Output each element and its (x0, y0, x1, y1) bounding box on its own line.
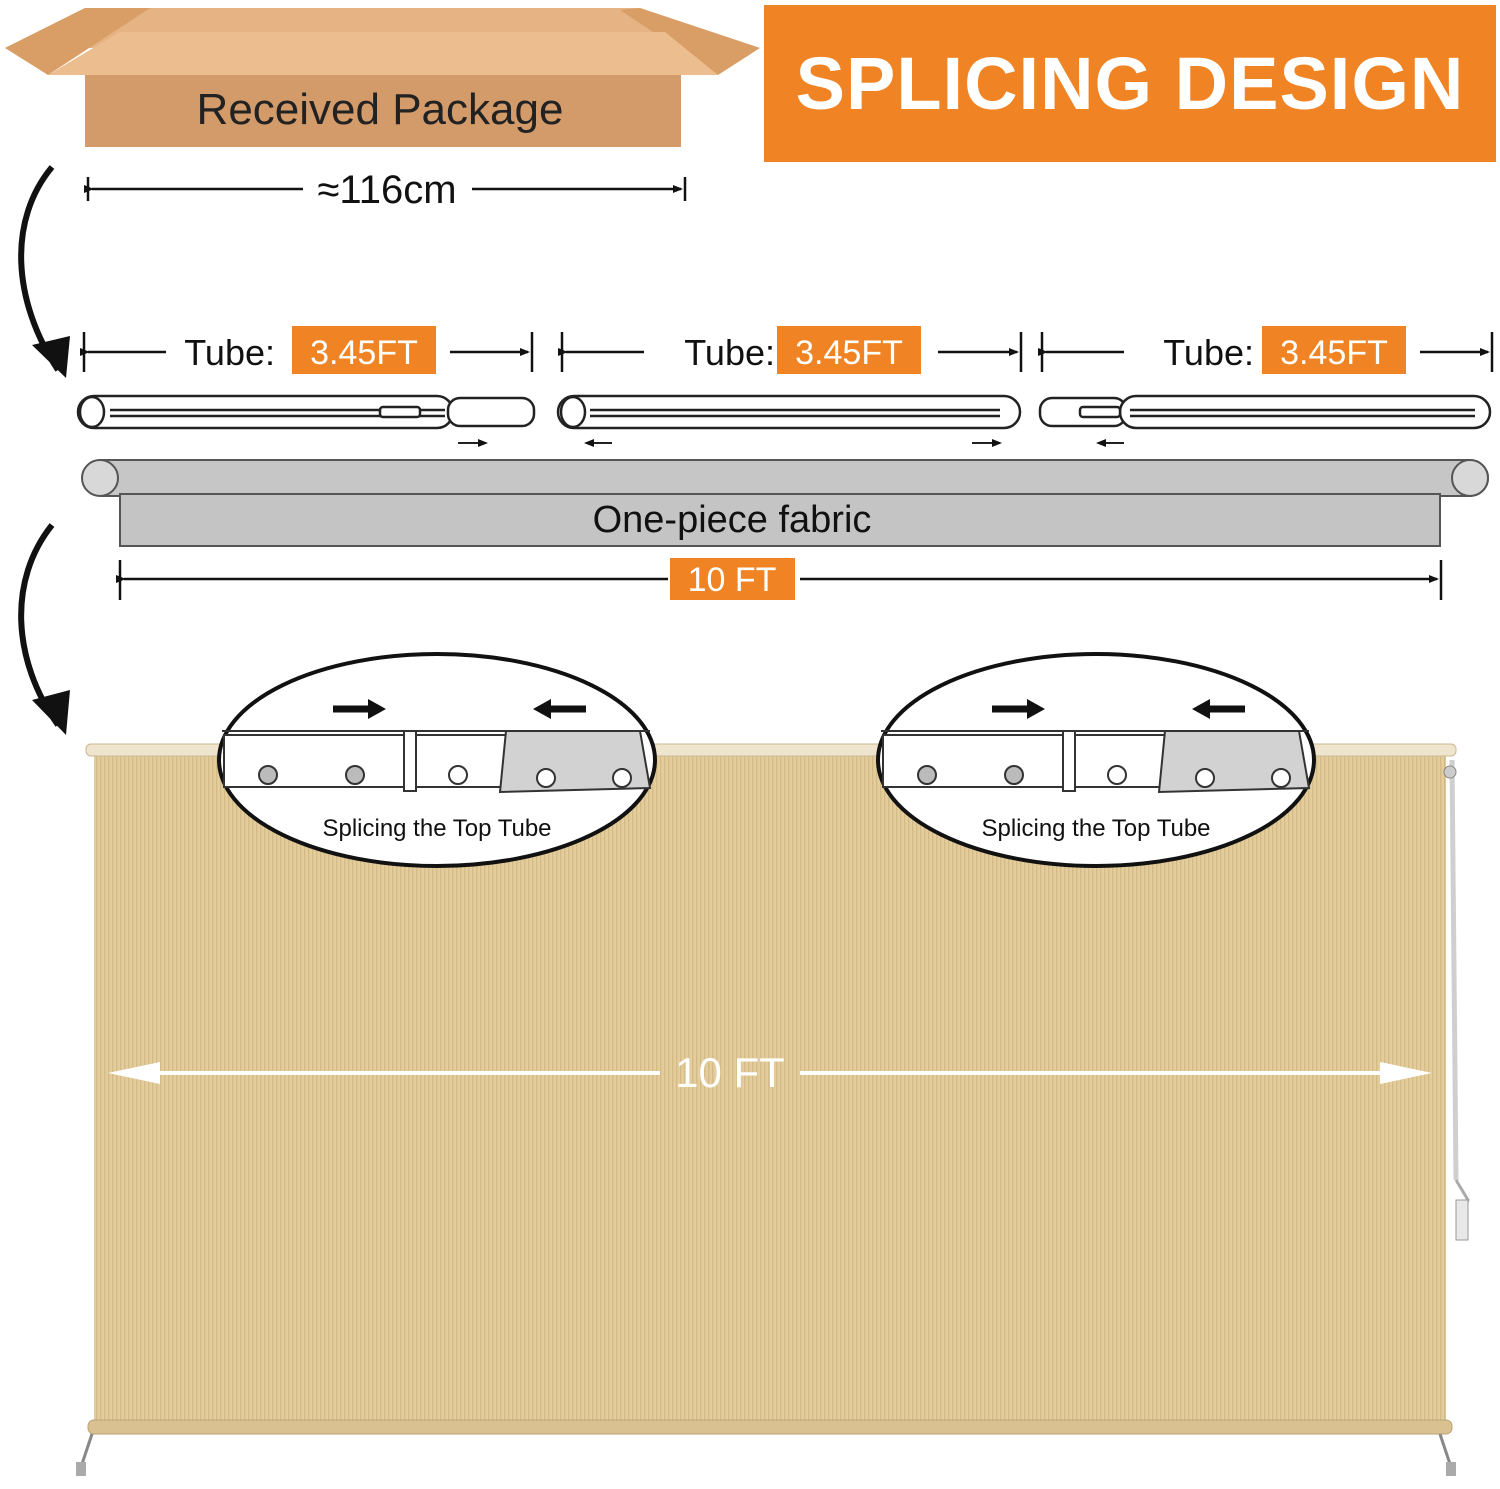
tube-1-length-badge (292, 326, 436, 374)
arrow-right-icon (368, 699, 386, 719)
splice-callout-1-label: Splicing the Top Tube (322, 815, 551, 842)
package-box-illustration (5, 8, 760, 147)
tube-2-length-badge (777, 326, 921, 374)
tube-1-length: 3.45FT (310, 334, 418, 372)
fabric-label: One-piece fabric (593, 499, 872, 541)
package-length-label: ≈116cm (317, 168, 456, 212)
package-length-dimension (84, 177, 687, 201)
arrow-left-icon (108, 1062, 160, 1084)
anchor-hook-icon (1446, 1462, 1456, 1476)
flow-arrow-icon (18, 165, 61, 372)
package-label: Received Package (197, 85, 564, 134)
splice-callout-2 (876, 652, 1316, 868)
tube-3-length: 3.45FT (1280, 334, 1388, 372)
bottom-bar (87, 1419, 1453, 1435)
roller-shade-illustration (76, 743, 1470, 1476)
tube-2-illustration (556, 394, 1022, 447)
tube-3-illustration (1038, 394, 1492, 447)
tube-dimensions (80, 332, 1494, 372)
fabric-width-badge (670, 558, 795, 600)
arrow-right-icon (1380, 1062, 1432, 1084)
splice-callout-1 (217, 652, 657, 868)
box-front (85, 75, 681, 147)
shade-width-label: 10 FT (675, 1049, 785, 1096)
tube-3-length-badge (1262, 326, 1406, 374)
anchor-hook-icon (76, 1462, 86, 1476)
arrow-left-icon (533, 699, 551, 719)
tube-3-label: Tube: (1163, 332, 1254, 373)
crank-rod (1449, 759, 1459, 1181)
box-right-flap (620, 8, 760, 75)
tube-1-label: Tube: (184, 332, 275, 373)
splice-callout-2-label: Splicing the Top Tube (981, 815, 1210, 842)
fabric-width-dimension (116, 560, 1443, 600)
page-title: SPLICING DESIGN (795, 42, 1465, 125)
box-left-flap (5, 8, 150, 75)
arrow-right-icon (1027, 699, 1045, 719)
tube-2-label: Tube: (684, 332, 775, 373)
tube-2-length: 3.45FT (795, 334, 903, 372)
shade-fabric (94, 748, 1446, 1422)
flow-arrow-head-icon (32, 336, 70, 378)
fabric-roll-illustration (81, 459, 1489, 547)
flow-arrow-head-icon (32, 690, 70, 735)
tube-1-illustration (76, 394, 536, 447)
fabric-width-label: 10 FT (688, 561, 777, 599)
box-opening (48, 32, 718, 75)
title-banner: SPLICING DESIGN (764, 5, 1496, 162)
arrow-left-icon (1192, 699, 1210, 719)
